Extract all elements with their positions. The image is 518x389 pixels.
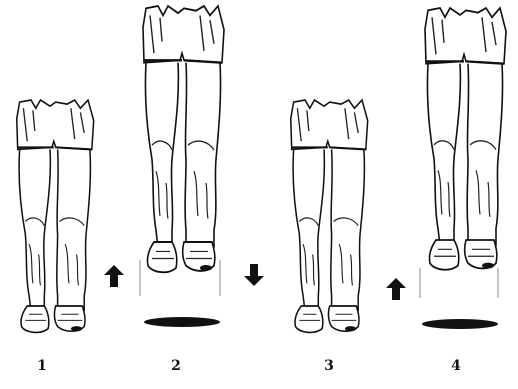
frame-number-1: 1 (32, 358, 52, 374)
frame-3-legs-icon (291, 100, 368, 332)
frame-1-legs-icon (17, 100, 94, 332)
frame-4-legs-icon (425, 8, 506, 270)
arrow-down-icon (244, 264, 264, 286)
ground-shadow-icon (420, 268, 498, 329)
frame-number-3: 3 (319, 358, 339, 374)
arrow-up-icon (104, 265, 124, 287)
frame-2-legs-icon (143, 6, 224, 272)
frame-number-4: 4 (446, 358, 466, 374)
frame-number-2: 2 (166, 358, 186, 374)
arrow-up-icon (386, 278, 406, 300)
